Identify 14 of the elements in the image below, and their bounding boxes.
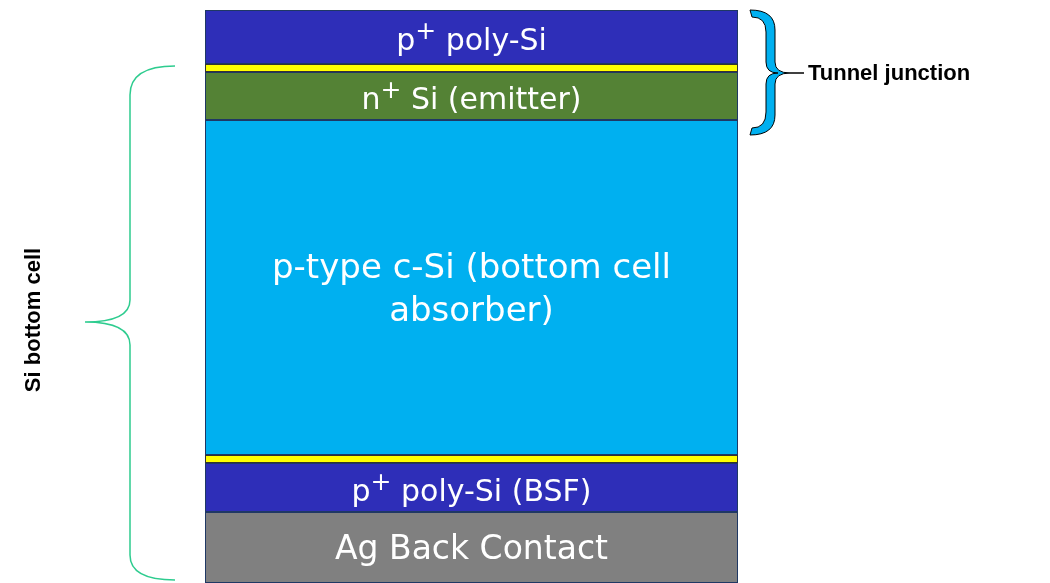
layer-label: n$^{+}$ Si (emitter) xyxy=(361,74,582,118)
oxide-layer xyxy=(205,64,738,72)
layer-band xyxy=(205,120,738,455)
layer-label: p$^{+}$ poly-Si xyxy=(396,15,547,59)
layer-band xyxy=(205,463,738,512)
layer-band xyxy=(205,512,738,583)
layer-label: p-type c-Si (bottom cell absorber) xyxy=(271,245,672,330)
bracket-label: Tunnel junction xyxy=(808,60,971,86)
layer-band xyxy=(205,72,738,120)
oxide-layer xyxy=(205,455,738,463)
layer-label: p$^{+}$ poly-Si (BSF) xyxy=(351,465,592,510)
layer-band xyxy=(205,10,738,64)
layer-label: Ag Back Contact xyxy=(335,526,608,569)
bracket-label: Si bottom cell xyxy=(20,247,47,393)
